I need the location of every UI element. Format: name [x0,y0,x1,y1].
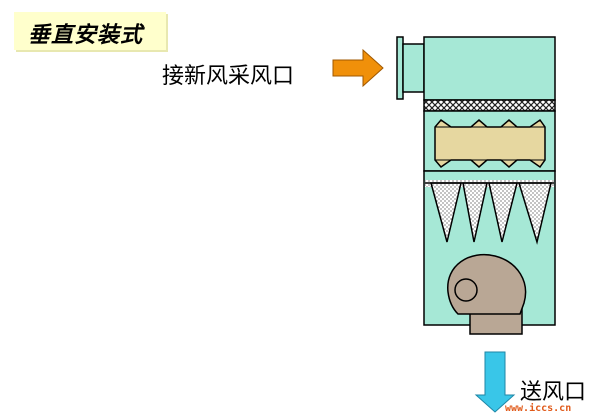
outlet-arrow [474,351,516,413]
title-box [14,12,166,50]
fresh-air-inlet-label: 接新风采风口 [162,64,295,89]
bag-filter [434,118,546,169]
centrifugal-fan [447,254,527,335]
inlet-duct [402,43,425,93]
diagram-title: 垂直安装式 [28,23,144,48]
pre-filter [423,99,556,112]
top-section [423,36,556,101]
inlet-flange [396,36,404,100]
inlet-arrow [332,48,384,88]
supply-outlet-label: 送风口 [520,380,587,405]
cone-filter [425,180,554,245]
watermark: www.iccs.cn [505,403,572,414]
